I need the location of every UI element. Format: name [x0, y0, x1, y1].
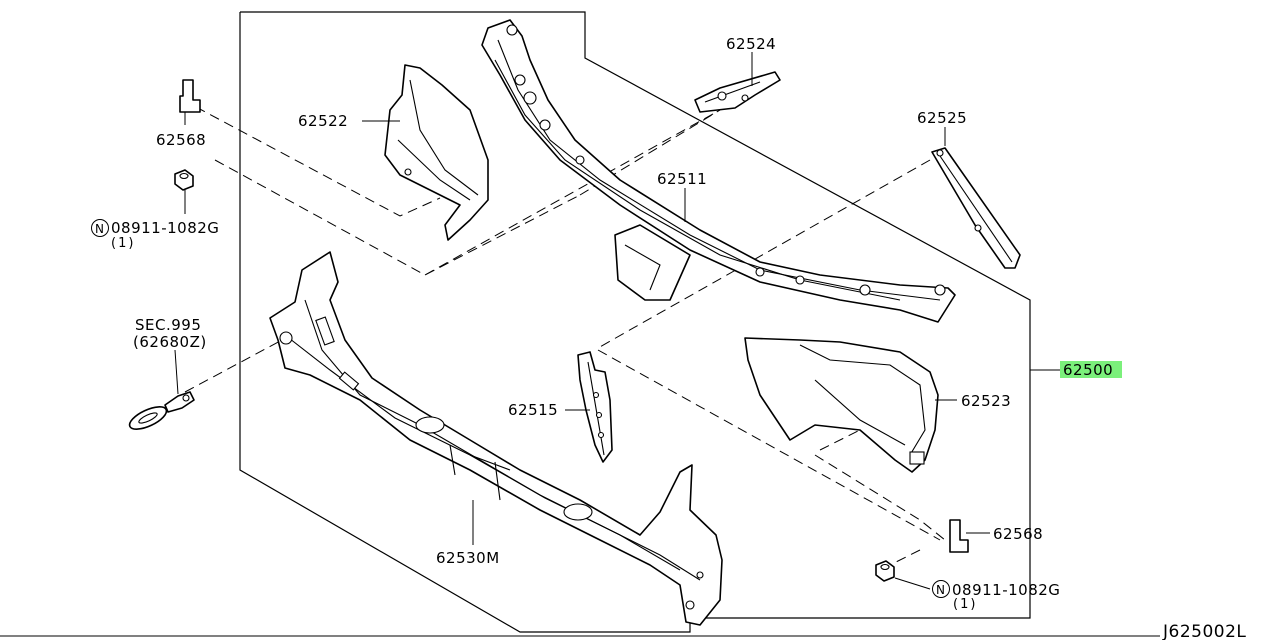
nut-top-part [174, 169, 194, 191]
label-62568-bottom: 62568 [993, 525, 1043, 543]
nut-symbol-bottom: N [936, 583, 945, 597]
center-stay-part [577, 351, 613, 463]
upper-core-support-part [481, 19, 956, 323]
label-62500: 62500 [1063, 361, 1113, 379]
upper-bracket-part [694, 71, 781, 113]
nut-bottom-part [875, 560, 895, 582]
assembly-dashed-lines [184, 106, 946, 566]
label-62524: 62524 [726, 35, 776, 53]
assembly-frame [239, 11, 1031, 633]
label-62568-top: 62568 [156, 131, 206, 149]
clip-bottom-part [949, 519, 969, 553]
label-62511: 62511 [657, 170, 707, 188]
lower-core-support-part [269, 251, 723, 626]
label-nut-top-qty: (1) [111, 236, 135, 251]
label-62522: 62522 [298, 112, 348, 130]
leader-lines [174, 52, 1060, 590]
label-nut-bottom-qty: (1) [953, 597, 977, 612]
label-62525: 62525 [917, 109, 967, 127]
nut-symbol-top: N [95, 222, 104, 236]
label-62515: 62515 [508, 401, 558, 419]
label-62530m: 62530M [436, 549, 500, 567]
assembly-label-highlight [1060, 361, 1122, 378]
clip-top-part [179, 79, 201, 113]
drawing-id: J625002L [1162, 622, 1246, 640]
nut-top-callout: N 08911-1082G (1) [91, 219, 219, 251]
right-side-member-part [744, 337, 939, 473]
nut-bottom-callout: N 08911-1082G (1) [932, 580, 1060, 612]
label-nut-bottom-code: 08911-1082G [952, 581, 1060, 599]
label-nut-top-code: 08911-1082G [111, 219, 219, 237]
hood-lock-cable-part [128, 391, 195, 430]
label-sec-995: SEC.995 [135, 316, 201, 334]
left-side-member-part [384, 64, 489, 241]
label-62680z: (62680Z) [133, 333, 207, 351]
label-62523: 62523 [961, 392, 1011, 410]
right-stay-part [931, 147, 1021, 269]
